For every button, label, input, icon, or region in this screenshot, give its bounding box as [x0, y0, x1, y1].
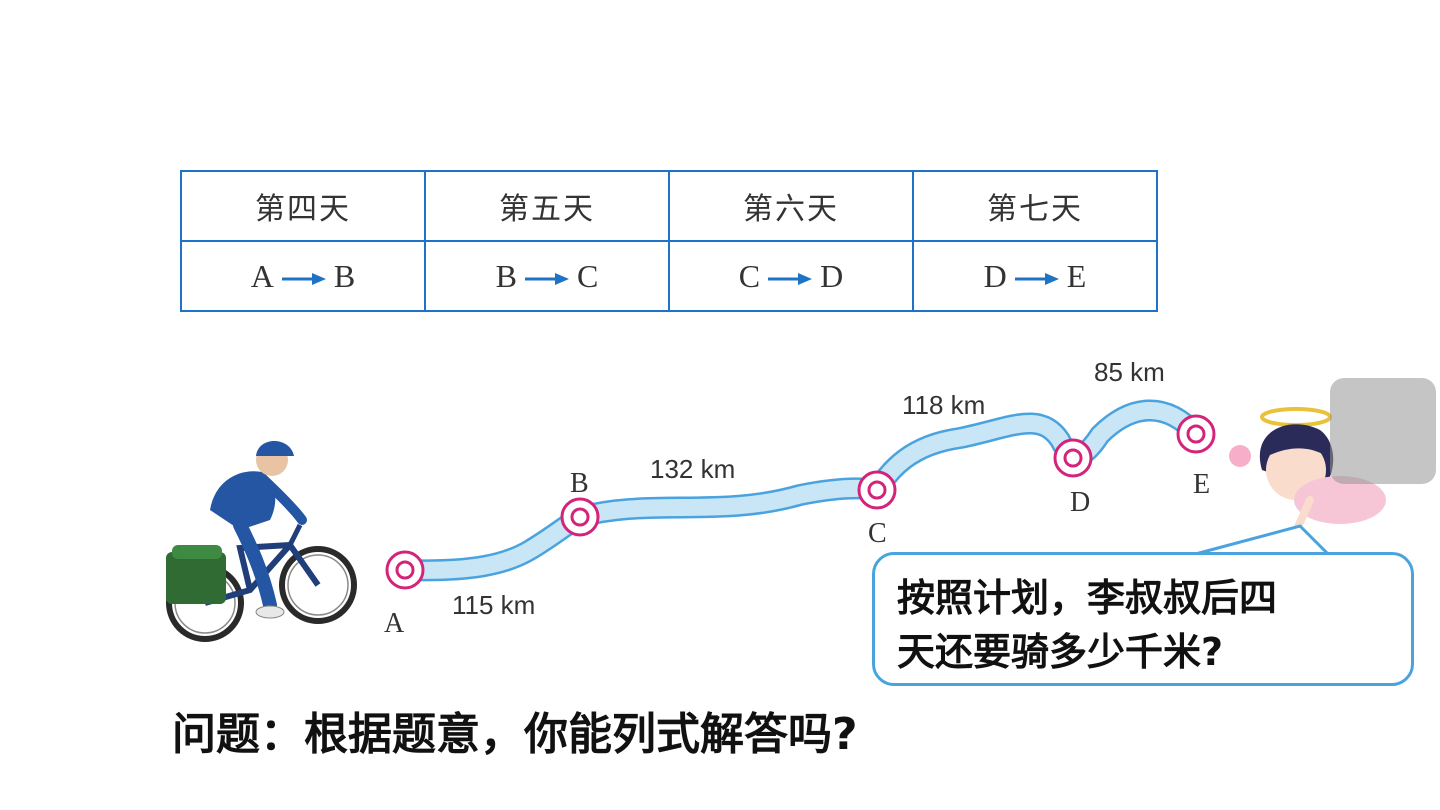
arrow-right-icon: [768, 273, 813, 286]
point-label-a: A: [384, 608, 405, 639]
cyclist-illustration: [166, 441, 357, 642]
route-to: C: [577, 257, 599, 294]
route-to: B: [333, 257, 356, 294]
speech-bubble: 按照计划，李叔叔后四 天还要骑多少千米?: [872, 552, 1414, 686]
marker-e: [1176, 414, 1216, 454]
speech-line-1: 按照计划，李叔叔后四: [897, 576, 1278, 620]
overlay-thumbnail: [1330, 378, 1436, 484]
arrow-right-icon: [525, 273, 569, 286]
distance-label-de: 85 km: [1094, 357, 1165, 387]
marker-b: [560, 497, 600, 537]
route-to: E: [1066, 257, 1087, 294]
route-from: B: [495, 257, 517, 294]
route-from: C: [738, 257, 761, 294]
distance-label-ab: 115 km: [452, 590, 535, 620]
day-cell: 第六天: [668, 170, 914, 242]
day-row: 第四天 第五天 第六天 第七天: [180, 170, 1158, 242]
point-label-d: D: [1070, 487, 1090, 518]
distance-label-bc: 132 km: [650, 454, 735, 484]
speech-line-2: 天还要骑多少千米?: [897, 630, 1224, 674]
marker-d: [1053, 438, 1093, 478]
arrow-right-icon: [1014, 273, 1059, 286]
day-cell: 第五天: [424, 170, 670, 242]
route-from: D: [983, 257, 1007, 294]
point-label-c: C: [868, 518, 887, 549]
day-cell: 第四天: [180, 170, 426, 242]
point-label-e: E: [1193, 469, 1210, 500]
question-text: 问题：根据题意，你能列式解答吗?: [172, 709, 858, 760]
marker-a: [385, 550, 425, 590]
marker-c: [857, 470, 897, 510]
point-label-b: B: [570, 468, 589, 499]
arrow-right-icon: [281, 273, 326, 286]
route-to: D: [820, 257, 844, 294]
day-cell: 第七天: [912, 170, 1158, 242]
route-from: A: [250, 257, 274, 294]
distance-label-cd: 118 km: [902, 390, 985, 420]
